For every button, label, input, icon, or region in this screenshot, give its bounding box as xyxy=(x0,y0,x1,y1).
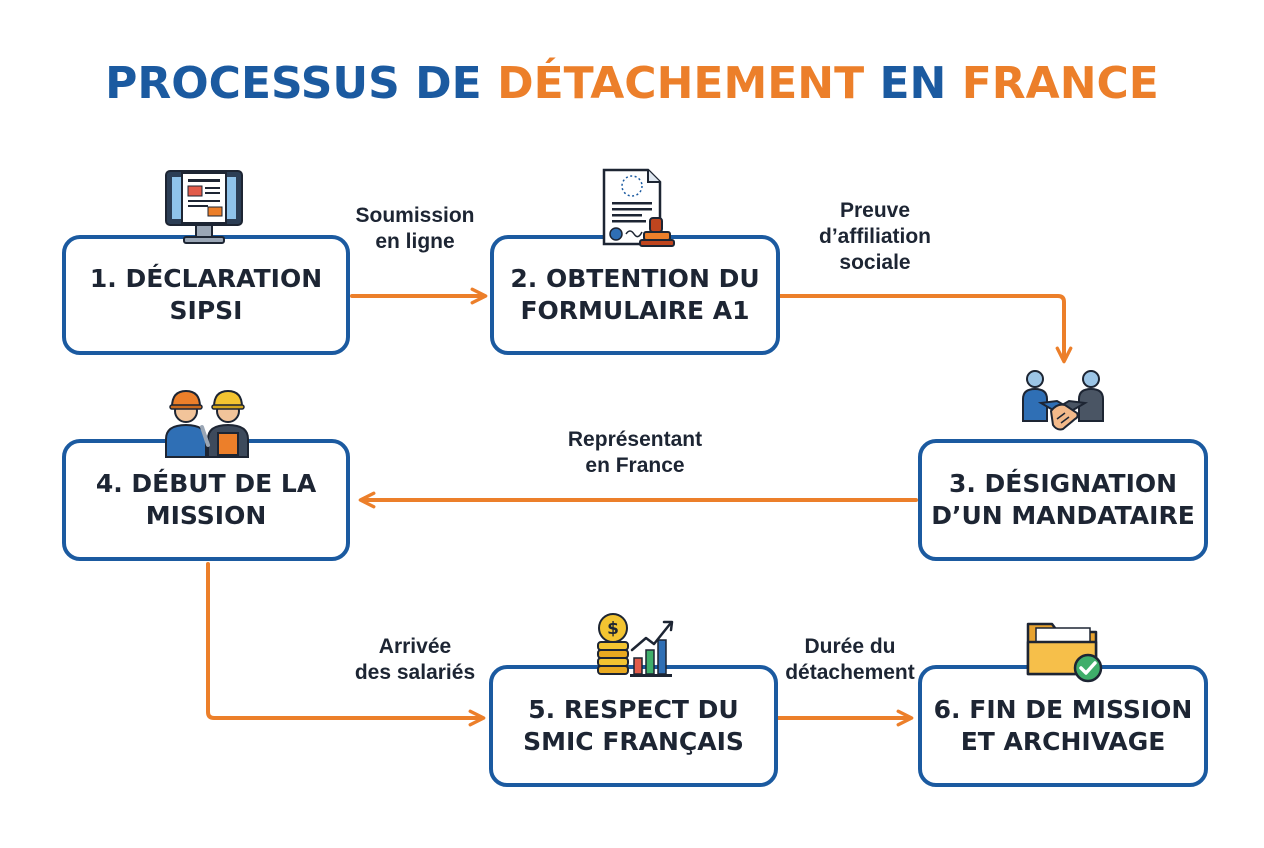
certificate-stamp-icon xyxy=(602,168,675,247)
step-5-line-2: SMIC FRANÇAIS xyxy=(523,727,744,756)
connector-label-2: Preuve d’affiliation sociale xyxy=(819,199,931,274)
title-part-2: DÉTACHEMENT xyxy=(497,58,865,109)
arrow-4-to-5 xyxy=(206,562,486,727)
step-3-line-2: D’UN MANDATAIRE xyxy=(931,501,1195,530)
construction-workers-icon xyxy=(165,389,249,458)
connector-label-1: Soumission en ligne xyxy=(355,204,475,253)
step-6-line-1: 6. FIN DE MISSION xyxy=(933,695,1193,724)
step-1-line-2: SIPSI xyxy=(169,296,243,325)
svg-text:$: $ xyxy=(607,619,619,639)
arrow-2-to-3 xyxy=(778,294,1073,364)
connector-label-5: Durée du détachement xyxy=(785,635,915,684)
step-5-line-1: 5. RESPECT DU xyxy=(528,695,739,724)
handshake-icon xyxy=(1022,370,1104,431)
folder-check-icon xyxy=(1026,622,1103,683)
computer-document-icon xyxy=(165,170,243,244)
step-4-line-2: MISSION xyxy=(145,501,267,530)
page-title: PROCESSUS DE DÉTACHEMENT EN FRANCE xyxy=(0,58,1264,109)
step-3-box: 3. DÉSIGNATION D’UN MANDATAIRE xyxy=(918,439,1208,561)
step-2-line-1: 2. OBTENTION DU xyxy=(510,264,760,293)
title-part-1: PROCESSUS DE xyxy=(105,58,482,109)
title-part-4: FRANCE xyxy=(961,58,1159,109)
step-3-line-1: 3. DÉSIGNATION xyxy=(948,469,1178,498)
connector-label-4: Arrivée des salariés xyxy=(354,635,476,684)
step-1-line-1: 1. DÉCLARATION xyxy=(89,264,323,293)
step-2-box: 2. OBTENTION DU FORMULAIRE A1 xyxy=(490,235,780,355)
step-5-box: 5. RESPECT DU SMIC FRANÇAIS xyxy=(489,665,778,787)
step-1-box: 1. DÉCLARATION SIPSI xyxy=(62,235,350,355)
step-4-line-1: 4. DÉBUT DE LA xyxy=(95,469,317,498)
title-part-3: EN xyxy=(879,58,947,109)
connector-label-3: Représentant en France xyxy=(567,428,703,477)
money-growth-chart-icon: $ xyxy=(597,613,674,677)
step-2-line-2: FORMULAIRE A1 xyxy=(520,296,750,325)
step-6-line-2: ET ARCHIVAGE xyxy=(960,727,1166,756)
